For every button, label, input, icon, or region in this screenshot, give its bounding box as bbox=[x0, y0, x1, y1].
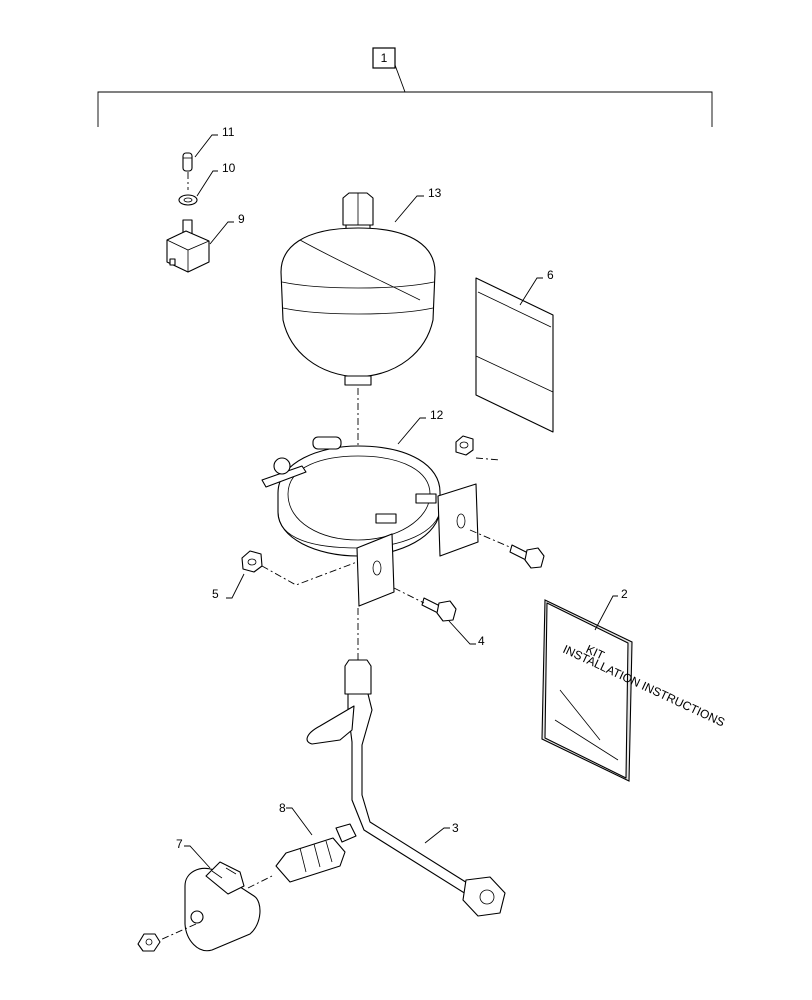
callout-8: 8 bbox=[279, 801, 286, 815]
pressure-switch-part-9: 9 bbox=[166, 212, 245, 273]
callout-6: 6 bbox=[547, 268, 554, 282]
pin-part-11: 11 bbox=[182, 125, 235, 190]
washer-part-10: 10 bbox=[178, 161, 236, 206]
accumulator-part-13: 13 bbox=[280, 186, 442, 500]
decal-part-6: 6 bbox=[475, 268, 554, 433]
callout-11: 11 bbox=[222, 125, 235, 139]
nut-part-5: 5 bbox=[212, 550, 358, 601]
mounting-bracket-part-12: 12 bbox=[261, 408, 513, 607]
solenoid-coil-part-7: 7 bbox=[137, 837, 273, 952]
solenoid-valve-part-8: 8 bbox=[275, 801, 357, 883]
callout-13: 13 bbox=[428, 186, 442, 200]
callout-12: 12 bbox=[430, 408, 444, 422]
bolt-part-4: 4 bbox=[393, 544, 545, 648]
nut-upper bbox=[455, 435, 474, 456]
callout-1: 1 bbox=[381, 51, 388, 65]
assembly-bracket: 1 bbox=[97, 47, 713, 127]
callout-9: 9 bbox=[238, 212, 245, 226]
callout-10: 10 bbox=[222, 161, 236, 175]
instruction-booklet-part-2: KIT INSTALLATION INSTRUCTIONS 2 bbox=[541, 587, 727, 782]
callout-2: 2 bbox=[621, 587, 628, 601]
callout-4: 4 bbox=[478, 634, 485, 648]
hydraulic-tube-part-3: 3 bbox=[306, 608, 506, 917]
callout-5: 5 bbox=[212, 587, 219, 601]
callout-7: 7 bbox=[176, 837, 183, 851]
callout-3: 3 bbox=[452, 821, 459, 835]
